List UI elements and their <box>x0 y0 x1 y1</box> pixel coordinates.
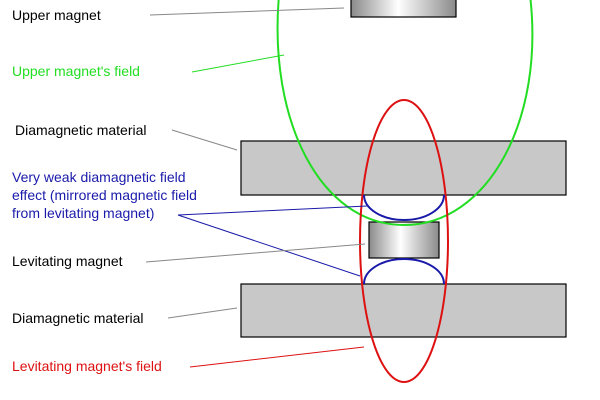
label-weak-effect-line3: from levitating magnet) <box>12 205 154 221</box>
label-levitating-field: Levitating magnet's field <box>12 358 162 374</box>
diamagnetic-slab-bottom <box>240 283 567 338</box>
label-weak-effect-line1: Very weak diamagnetic field <box>12 169 186 185</box>
leader-diamagnetic-top <box>171 129 238 151</box>
upper-magnet <box>350 0 457 18</box>
leader-upper-magnet <box>149 7 345 16</box>
label-levitating-magnet: Levitating magnet <box>12 253 123 269</box>
label-upper-field: Upper magnet's field <box>12 63 140 79</box>
levitating-magnet <box>368 221 440 259</box>
label-weak-effect-line2: effect (mirrored magnetic field <box>12 187 197 203</box>
label-diamagnetic-bottom: Diamagnetic material <box>12 310 144 326</box>
leader-diamagnetic-bottom <box>167 307 238 319</box>
diamagnetic-slab-top <box>240 140 567 196</box>
leader-weak-effect-bottom <box>177 214 361 277</box>
leader-levitating-magnet <box>145 243 366 263</box>
label-diamagnetic-top: Diamagnetic material <box>15 122 147 138</box>
upper-field-line <box>276 0 534 227</box>
leader-upper-field <box>191 54 285 73</box>
levitating-field-loop <box>359 99 449 383</box>
weak-effect-arc-bottom <box>363 258 445 285</box>
leader-weak-effect-top <box>177 205 368 216</box>
weak-effect-arc-top <box>363 194 445 221</box>
label-upper-magnet: Upper magnet <box>12 7 101 23</box>
leader-levitating-field <box>189 346 365 368</box>
